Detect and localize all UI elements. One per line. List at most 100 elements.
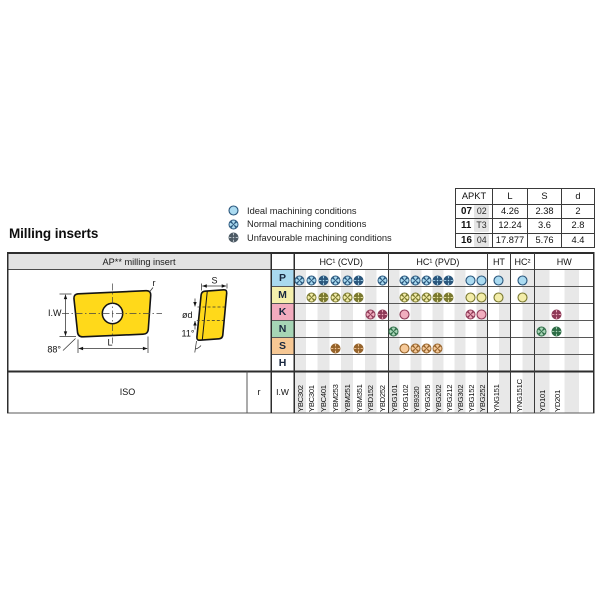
machining-icon-unfavourable (353, 290, 364, 302)
row-letter-H: H (278, 357, 287, 369)
machining-icon-normal (365, 307, 376, 319)
machining-icon-ideal (399, 341, 410, 354)
spec-size: 07 (461, 205, 472, 217)
machining-icon-ideal (517, 273, 528, 286)
footer-iw-label: I.W (276, 387, 289, 397)
machining-icon-ideal (465, 273, 476, 286)
machining-icon-unfavourable (353, 273, 364, 285)
table-corner-header: AP** milling insert (102, 256, 176, 267)
row-letter-N: N (278, 323, 287, 335)
row-letter-K: K (278, 306, 287, 318)
machining-icon-unfavourable (551, 324, 562, 336)
row-letter-M: M (278, 289, 287, 301)
machining-icon-unfavourable (330, 341, 341, 353)
column-label-YBG252: YBG252 (477, 384, 487, 412)
legend-label: Ideal machining conditions (247, 205, 357, 216)
column-label-YBM351: YBM351 (354, 383, 364, 412)
page-title: Milling inserts (9, 226, 99, 241)
column-label-YBM253: YBM253 (331, 383, 340, 412)
machining-icon-unfavourable (443, 290, 454, 302)
machining-icon-ideal (476, 290, 487, 303)
dim-label-iw: I.W (48, 308, 62, 318)
legend-label: Normal machining conditions (247, 219, 367, 229)
spec-size-suffix: 02 (474, 204, 490, 218)
machining-icon-unfavourable (443, 273, 454, 285)
dim-label-hole-diameter: ød (182, 310, 193, 320)
machining-icon-unfavourable (432, 273, 443, 285)
machining-icon-ideal (399, 307, 410, 320)
machining-icon-normal (432, 341, 443, 353)
group-header: HT (492, 256, 505, 267)
dim-label-corner-angle: 88° (47, 345, 61, 355)
column-label-YBG212: YBG212 (444, 384, 454, 412)
column-label-YBM251: YBM251 (342, 383, 352, 412)
spec-col-header: APKT (455, 188, 493, 205)
machining-icon-normal (399, 290, 410, 302)
group-header: HC¹ (CVD) (319, 256, 363, 267)
column-label-YBC401: YBC401 (319, 384, 329, 412)
machining-icon-normal (536, 324, 547, 336)
group-header: HC² (514, 256, 531, 267)
machining-icon-ideal (493, 290, 504, 303)
machining-icon-ideal (476, 273, 487, 286)
machining-icon-normal (342, 290, 353, 302)
machining-icon-normal (399, 273, 410, 285)
machining-icon-normal (306, 290, 317, 302)
column-label-YBG102: YBG102 (400, 384, 410, 412)
legend-item: Normal machining conditions (228, 218, 366, 230)
footer-r-label: r (257, 387, 261, 397)
machining-icon-normal (410, 290, 421, 302)
dim-label-length: L (107, 338, 112, 348)
machining-icon-normal (410, 273, 421, 285)
column-label-YBD252: YBD252 (378, 384, 388, 412)
machining-icon-normal (410, 341, 421, 353)
legend-item: Unfavourable machining conditions (228, 232, 392, 244)
spec-L: 17.877 (492, 232, 528, 248)
group-header: HW (556, 256, 572, 267)
column-label-YBC302: YBC302 (295, 384, 305, 412)
column-label-YD201: YD201 (552, 389, 562, 412)
column-label-YBC301: YBC301 (307, 384, 317, 412)
column-label-YB9320: YB9320 (411, 385, 421, 412)
machining-icon-normal (342, 273, 353, 285)
dim-label-thickness: S (211, 276, 217, 286)
machining-icon-normal (306, 273, 317, 285)
column-label-YNG151C: YNG151C (515, 378, 525, 412)
machining-icon-ideal (493, 273, 504, 286)
column-label-YBG205: YBG205 (422, 384, 432, 412)
machining-icon-ideal (476, 307, 487, 320)
spec-L: 4.26 (492, 203, 528, 219)
footer-iso-label: ISO (119, 387, 136, 397)
machining-icon-normal (421, 273, 432, 285)
machining-icon-unfavourable (377, 307, 388, 319)
column-label-YBG152: YBG152 (466, 384, 476, 412)
column-label-YBG202: YBG202 (433, 384, 443, 412)
column-label-YNG151: YNG151 (491, 383, 501, 412)
legend-item: Ideal machining conditions (228, 205, 357, 217)
row-letter-P: P (278, 272, 286, 284)
machining-icon-unfavourable (318, 273, 329, 285)
machining-icon-ideal (517, 290, 528, 303)
machining-icon-normal (421, 341, 432, 353)
machining-icon-unfavourable (318, 290, 329, 302)
spec-size: 11 (461, 220, 472, 232)
machining-icon-normal (330, 290, 341, 302)
spec-size-suffix: T3 (473, 219, 490, 233)
machining-icon-normal (294, 273, 305, 285)
ideal-circle-icon (228, 205, 239, 216)
machining-icon-unfavourable (353, 341, 364, 353)
legend-label: Unfavourable machining conditions (247, 232, 392, 243)
spec-size-suffix: 04 (474, 233, 490, 247)
spec-d: 2.8 (561, 218, 595, 234)
spec-d: 2 (561, 203, 595, 219)
column-label-YD101: YD101 (537, 389, 547, 412)
machining-icon-normal (421, 290, 432, 302)
machining-icon-normal (330, 273, 341, 285)
machining-icon-unfavourable (432, 290, 443, 302)
column-label-YBG101: YBG101 (389, 384, 399, 412)
machining-icon-normal (388, 324, 399, 336)
